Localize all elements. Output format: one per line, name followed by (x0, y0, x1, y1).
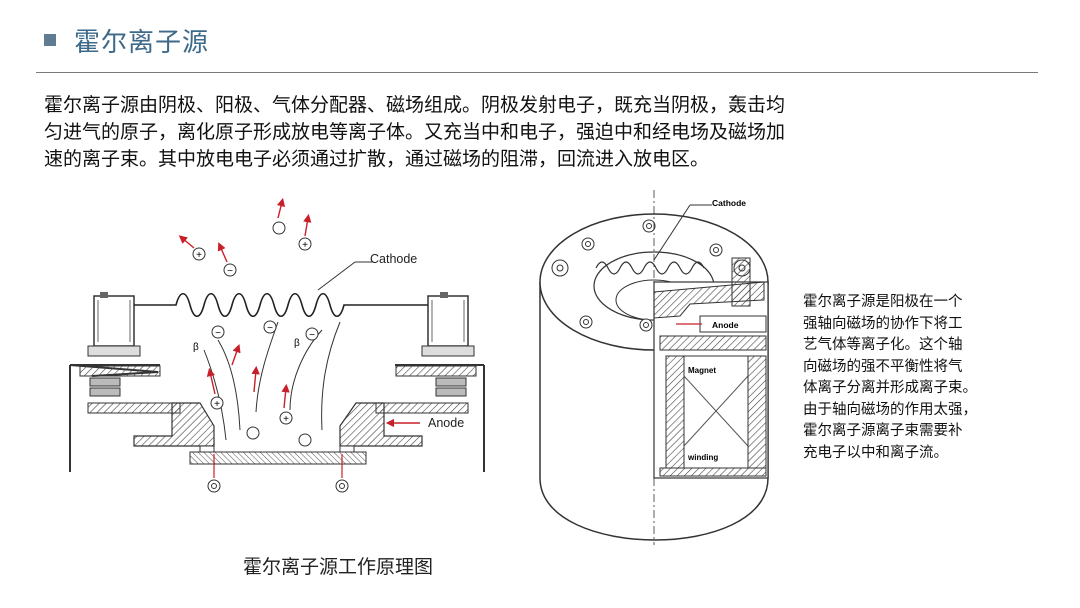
magnetic-field-line (255, 321, 279, 413)
right-post (421, 292, 475, 397)
side-line: 充电子以中和离子流。 (803, 444, 948, 461)
electron-particle (305, 327, 319, 341)
neutral-atom (207, 479, 221, 493)
svg-text:+: + (302, 240, 308, 251)
left-anode-label: Anode (428, 416, 464, 430)
left-post (87, 292, 141, 397)
svg-text:−: − (215, 328, 221, 339)
svg-text:+: + (283, 414, 289, 425)
beta-symbol: β (193, 342, 199, 353)
electron-particle (223, 263, 237, 277)
left-anode-block (133, 402, 215, 447)
electron-particle (263, 320, 277, 334)
right-cathode-filament (595, 261, 705, 275)
diagram-caption: 霍尔离子源工作原理图 (243, 556, 434, 578)
svg-text:+: + (214, 399, 220, 410)
left-top-plate (79, 365, 161, 377)
page-title: 霍尔离子源 (74, 27, 210, 58)
title-divider (36, 72, 1038, 73)
gas-distributor-plate (189, 451, 367, 465)
side-line: 霍尔离子源是阳极在一个 (803, 294, 963, 310)
right-cathode-leader (653, 204, 691, 261)
cathode-leader-line (317, 261, 356, 291)
intro-paragraph: 霍尔离子源由阴极、阳极、气体分配器、磁场组成。阴极发射电子，既充当阴极，轰击均 … (44, 92, 1024, 173)
title-square-icon (44, 34, 56, 46)
intro-line: 霍尔离子源由阴极、阳极、气体分配器、磁场组成。阴极发射电子，既充当阴极，轰击均 (44, 94, 786, 116)
neutral-atom (272, 221, 286, 235)
red-arrows (178, 197, 312, 409)
left-diagram: Cathode Anode β β + − + − − (69, 197, 485, 493)
beta-symbol: β (294, 338, 300, 349)
cathode-filament (134, 292, 428, 318)
side-line: 强轴向磁场的协作下将工 (803, 315, 963, 332)
cutaway-section: Anode Magnet winding (653, 257, 769, 479)
magnetic-field-line (203, 349, 227, 441)
winding-label: winding (687, 453, 718, 462)
ion-particle (279, 411, 293, 425)
side-line: 霍尔离子源离子束需要补 (803, 423, 963, 439)
neutral-atom (335, 479, 349, 493)
ion-particle (210, 396, 224, 410)
right-anode-plate (375, 402, 469, 414)
svg-text:−: − (267, 323, 273, 334)
magnetic-field-line (321, 321, 341, 431)
svg-text:−: − (309, 330, 315, 341)
right-anode-block (339, 402, 423, 447)
intro-line: 速的离子束。其中放电电子必须通过扩散，通过磁场的阻滞，回流进入放电区。 (44, 148, 710, 170)
neutral-atom (298, 433, 312, 447)
intro-line: 匀进气的原子，离化原子形成放电等离子体。又充当中和电子，强迫中和经电场及磁场加 (44, 121, 786, 143)
svg-text:+: + (196, 250, 202, 261)
right-top-plate (395, 365, 477, 377)
electron-particle (211, 325, 225, 339)
svg-text:−: − (227, 266, 233, 277)
right-diagram: Cathode Anode Magnet winding (539, 190, 769, 545)
left-outer-frame (395, 364, 485, 472)
side-line: 艺气体等离子化。这个轴 (803, 337, 963, 353)
left-cathode-label: Cathode (370, 252, 417, 266)
right-cathode-label: Cathode (712, 198, 746, 208)
magnet-label: Magnet (688, 366, 716, 375)
left-anode-plate (87, 402, 181, 414)
particle-group: + − + − − − + + (192, 221, 319, 447)
magnetic-field-line (217, 339, 241, 431)
ion-particle (192, 247, 206, 261)
side-line: 体离子分离并形成离子束。 (803, 380, 977, 396)
ion-particle (298, 237, 312, 251)
neutral-atom (246, 426, 260, 440)
header: 霍尔离子源 (44, 18, 209, 62)
right-anode-label: Anode (712, 320, 739, 330)
side-line: 向磁场的强不平衡性将气 (803, 358, 963, 375)
side-description: 霍尔离子源是阳极在一个 强轴向磁场的协作下将工 艺气体等离子化。这个轴 向磁场的… (803, 292, 1033, 464)
side-line: 由于轴向磁场的作用太强， (803, 401, 977, 418)
